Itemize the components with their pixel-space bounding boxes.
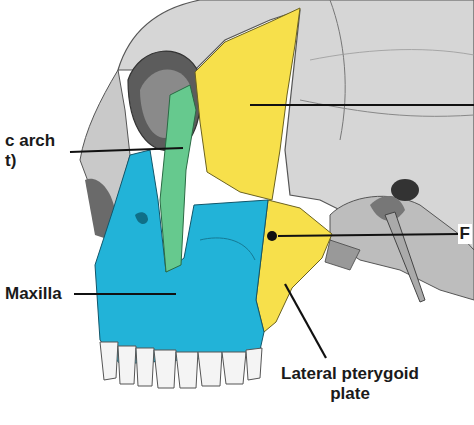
part-label: c arch t) (3, 131, 69, 171)
part-label: F (458, 224, 472, 244)
part-label: Maxilla (3, 284, 64, 304)
part-label: Lateral pterygoid plate (262, 364, 438, 404)
